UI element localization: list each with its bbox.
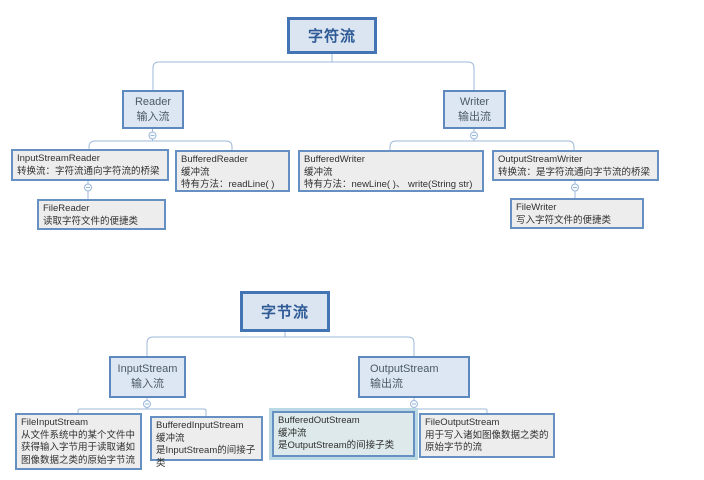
node-title: FileInputStream	[21, 417, 89, 428]
node-title: Writer	[459, 95, 490, 108]
node-buffered-out-stream[interactable]: BufferedOutStream 缓冲流 是OutputStream的间接子类	[272, 411, 415, 457]
connector-writer-children	[389, 129, 575, 150]
collapse-toggle-input-stream-reader[interactable]	[84, 183, 92, 192]
node-buffered-writer[interactable]: BufferedWriter 缓冲流 特有方法：newLine( )、 writ…	[298, 150, 484, 192]
node-title: BufferedOutStream	[278, 415, 360, 426]
node-desc: 用于写入诸如图像数据之类的原始字节的流	[425, 429, 549, 454]
collapse-toggle-writer[interactable]	[470, 131, 478, 140]
node-file-writer[interactable]: FileWriter 写入字符文件的便捷类	[510, 198, 644, 229]
node-desc: 从文件系统中的某个文件中获得输入字节用于读取诸如图像数据之类的原始字节流	[21, 429, 136, 466]
node-desc: 特有方法：readLine( )	[181, 179, 275, 191]
node-subtitle: 输出流	[458, 110, 491, 123]
node-subtitle: 输出流	[370, 378, 403, 390]
node-desc: 缓冲流	[278, 427, 307, 439]
node-output-stream-writer[interactable]: OutputStreamWriter 转换流：是字符流通向字节流的桥梁	[492, 150, 659, 181]
node-desc: 是OutputStream的间接子类	[278, 440, 395, 452]
node-desc: 写入字符文件的便捷类	[516, 214, 612, 226]
node-file-output-stream[interactable]: FileOutputStream 用于写入诸如图像数据之类的原始字节的流	[419, 413, 555, 458]
collapse-toggle-output-stream[interactable]	[410, 400, 418, 408]
node-title: BufferedReader	[181, 154, 248, 165]
node-title: InputStreamReader	[17, 153, 100, 164]
node-title: 字节流	[260, 304, 309, 321]
collapse-toggle-output-stream-writer[interactable]	[571, 183, 579, 192]
node-title: FileOutputStream	[425, 417, 500, 428]
node-byte-stream-root[interactable]: 字节流	[240, 291, 330, 332]
node-subtitle: 输入流	[131, 378, 164, 390]
collapse-toggle-input-stream[interactable]	[143, 400, 151, 408]
collapse-toggle-reader[interactable]	[148, 131, 157, 140]
node-title: BufferedWriter	[304, 154, 365, 165]
connector-reader-children	[88, 129, 233, 150]
node-output-stream[interactable]: OutputStream 输出流	[358, 356, 470, 398]
node-title: FileWriter	[516, 202, 557, 213]
node-desc: 特有方法：newLine( )、 write(String str)	[304, 179, 473, 191]
node-subtitle: 输入流	[136, 110, 170, 123]
node-reader[interactable]: Reader 输入流	[122, 90, 184, 129]
node-desc: 缓冲流	[181, 166, 210, 178]
node-title: Reader	[134, 95, 172, 108]
node-file-reader[interactable]: FileReader 读取字符文件的便捷类	[37, 199, 166, 230]
node-title: OutputStream	[370, 363, 439, 376]
node-title: InputStream	[117, 363, 178, 376]
node-buffered-reader[interactable]: BufferedReader 缓冲流 特有方法：readLine( )	[175, 150, 290, 192]
node-writer[interactable]: Writer 输出流	[443, 90, 506, 129]
node-desc: 缓冲流	[156, 432, 185, 444]
node-char-stream-root[interactable]: 字符流	[287, 17, 377, 54]
node-input-stream-reader[interactable]: InputStreamReader 转换流：字符流通向字符流的桥梁	[11, 149, 169, 181]
node-desc: 转换流：是字符流通向字节流的桥梁	[498, 166, 651, 178]
node-desc: 转换流：字符流通向字符流的桥梁	[17, 165, 160, 177]
node-title: 字符流	[307, 28, 356, 45]
node-file-input-stream[interactable]: FileInputStream 从文件系统中的某个文件中获得输入字节用于读取诸如…	[15, 413, 142, 470]
connector-charstream-children	[152, 54, 475, 90]
node-input-stream[interactable]: InputStream 输入流	[109, 356, 186, 398]
node-title: FileReader	[43, 203, 90, 214]
node-desc: 读取字符文件的便捷类	[43, 215, 139, 227]
connector-bytestream-children	[146, 332, 415, 356]
node-title: OutputStreamWriter	[498, 154, 583, 165]
node-buffered-input-stream[interactable]: BufferedInputStream 缓冲流 是InputStream的间接子…	[150, 416, 263, 469]
node-title: BufferedInputStream	[156, 420, 244, 431]
node-desc: 缓冲流	[304, 166, 333, 178]
